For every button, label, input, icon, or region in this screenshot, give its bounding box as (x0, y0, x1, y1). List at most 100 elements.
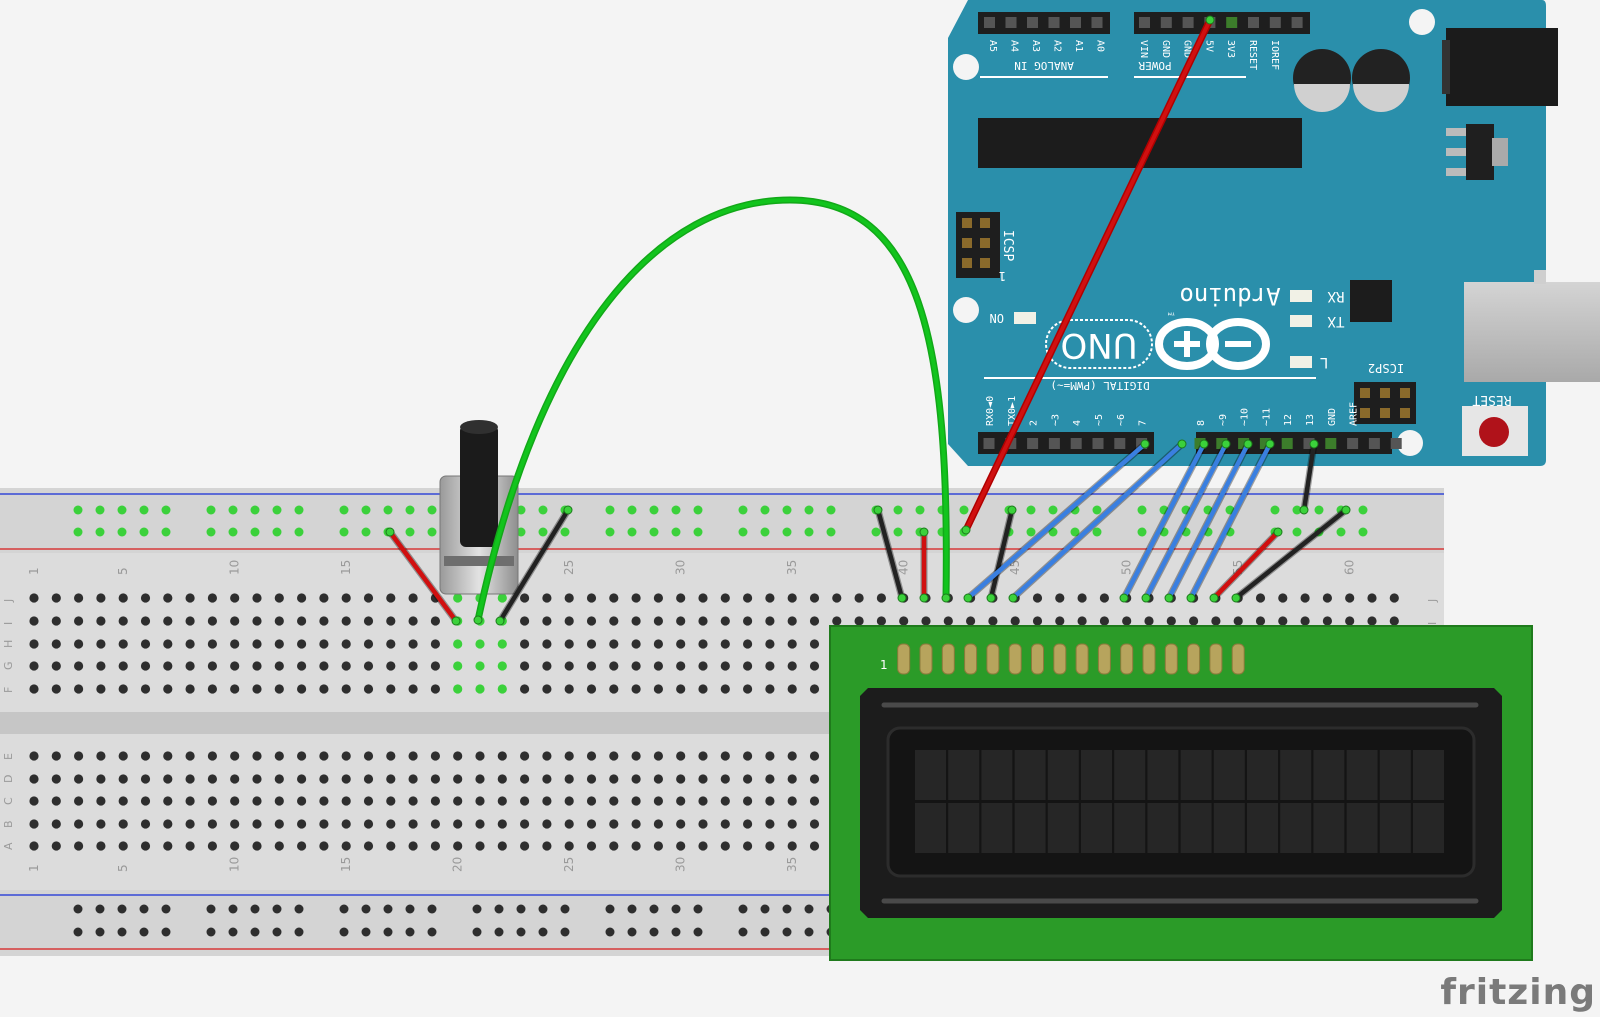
breadboard-hole[interactable] (363, 684, 374, 694)
breadboard-hole[interactable] (140, 819, 151, 829)
breadboard-hole[interactable] (586, 661, 597, 671)
breadboard-hole[interactable] (363, 593, 374, 603)
breadboard-hole[interactable] (698, 774, 708, 784)
breadboard-hole[interactable] (140, 639, 151, 649)
breadboard-hole[interactable] (140, 841, 151, 851)
breadboard-hole[interactable] (274, 796, 284, 806)
breadboard-hole[interactable] (631, 684, 641, 694)
breadboard-hole[interactable] (720, 661, 730, 671)
breadboard-hole[interactable] (274, 841, 284, 851)
rail-hole[interactable] (272, 505, 282, 515)
rail-hole[interactable] (294, 505, 304, 515)
breadboard-hole[interactable] (453, 684, 463, 694)
breadboard-hole[interactable] (497, 593, 507, 603)
breadboard-hole[interactable] (720, 841, 730, 851)
breadboard-hole[interactable] (163, 593, 173, 603)
rail-hole[interactable] (73, 904, 83, 914)
breadboard-hole[interactable] (676, 616, 686, 626)
breadboard-hole[interactable] (832, 593, 842, 603)
breadboard-hole[interactable] (319, 819, 329, 829)
breadboard-hole[interactable] (96, 616, 106, 626)
rail-hole[interactable] (250, 927, 260, 937)
breadboard-hole[interactable] (1032, 593, 1043, 603)
breadboard-hole[interactable] (341, 819, 351, 829)
rail-hole[interactable] (95, 527, 105, 537)
rail-hole[interactable] (1203, 505, 1213, 515)
rail-hole[interactable] (671, 904, 681, 914)
breadboard-hole[interactable] (74, 841, 84, 851)
rail-hole[interactable] (804, 505, 814, 515)
breadboard-hole[interactable] (453, 774, 463, 784)
breadboard-hole[interactable] (586, 796, 597, 806)
rail-hole[interactable] (1070, 527, 1080, 537)
breadboard-hole[interactable] (29, 684, 39, 694)
breadboard-hole[interactable] (430, 774, 440, 784)
breadboard-hole[interactable] (520, 751, 530, 761)
breadboard-hole[interactable] (1322, 616, 1332, 626)
rail-hole[interactable] (228, 505, 238, 515)
rail-hole[interactable] (782, 527, 792, 537)
breadboard-hole[interactable] (765, 841, 775, 851)
breadboard-hole[interactable] (1255, 593, 1266, 603)
breadboard-hole[interactable] (430, 841, 440, 851)
breadboard-hole[interactable] (96, 593, 106, 603)
breadboard-hole[interactable] (676, 751, 686, 761)
rail-hole[interactable] (627, 904, 637, 914)
rail-hole[interactable] (272, 927, 282, 937)
breadboard-hole[interactable] (1345, 593, 1355, 603)
rail-hole[interactable] (139, 927, 149, 937)
breadboard-hole[interactable] (163, 751, 173, 761)
breadboard-hole[interactable] (653, 684, 664, 694)
breadboard-hole[interactable] (1255, 616, 1266, 626)
rail-hole[interactable] (560, 927, 570, 937)
breadboard-hole[interactable] (29, 841, 39, 851)
breadboard-hole[interactable] (653, 774, 664, 784)
breadboard-hole[interactable] (29, 593, 39, 603)
rail-hole[interactable] (472, 927, 482, 937)
breadboard-hole[interactable] (787, 639, 797, 649)
digital-pin[interactable] (1325, 438, 1337, 449)
breadboard-hole[interactable] (1345, 616, 1355, 626)
breadboard-hole[interactable] (1077, 616, 1087, 626)
breadboard-hole[interactable] (386, 819, 396, 829)
rail-hole[interactable] (627, 927, 637, 937)
rail-hole[interactable] (494, 904, 504, 914)
breadboard-hole[interactable] (809, 684, 820, 694)
breadboard-hole[interactable] (720, 819, 730, 829)
breadboard-hole[interactable] (185, 819, 195, 829)
breadboard-hole[interactable] (185, 616, 195, 626)
breadboard-hole[interactable] (809, 796, 820, 806)
breadboard-hole[interactable] (1233, 616, 1243, 626)
breadboard-hole[interactable] (453, 796, 463, 806)
breadboard-hole[interactable] (274, 819, 284, 829)
breadboard-hole[interactable] (497, 796, 507, 806)
breadboard-hole[interactable] (520, 593, 530, 603)
breadboard-hole[interactable] (1211, 616, 1221, 626)
breadboard-hole[interactable] (1166, 616, 1176, 626)
rail-hole[interactable] (206, 927, 216, 937)
breadboard-hole[interactable] (720, 593, 730, 603)
rail-hole[interactable] (339, 927, 349, 937)
rail-hole[interactable] (649, 927, 659, 937)
rail-hole[interactable] (605, 904, 615, 914)
rail-hole[interactable] (95, 927, 105, 937)
rail-hole[interactable] (383, 505, 393, 515)
rail-hole[interactable] (494, 927, 504, 937)
breadboard-hole[interactable] (118, 639, 128, 649)
breadboard-hole[interactable] (453, 639, 463, 649)
breadboard-hole[interactable] (140, 751, 151, 761)
breadboard-hole[interactable] (386, 593, 396, 603)
breadboard-hole[interactable] (542, 751, 552, 761)
breadboard-hole[interactable] (765, 796, 775, 806)
rail-hole[interactable] (73, 505, 83, 515)
breadboard-hole[interactable] (74, 796, 84, 806)
rail-hole[interactable] (427, 904, 437, 914)
breadboard-hole[interactable] (252, 774, 262, 784)
breadboard-hole[interactable] (542, 774, 552, 784)
breadboard-hole[interactable] (96, 796, 106, 806)
breadboard-hole[interactable] (163, 639, 173, 649)
breadboard-hole[interactable] (1189, 616, 1199, 626)
breadboard-hole[interactable] (787, 751, 797, 761)
breadboard-hole[interactable] (207, 684, 217, 694)
rail-hole[interactable] (693, 505, 703, 515)
